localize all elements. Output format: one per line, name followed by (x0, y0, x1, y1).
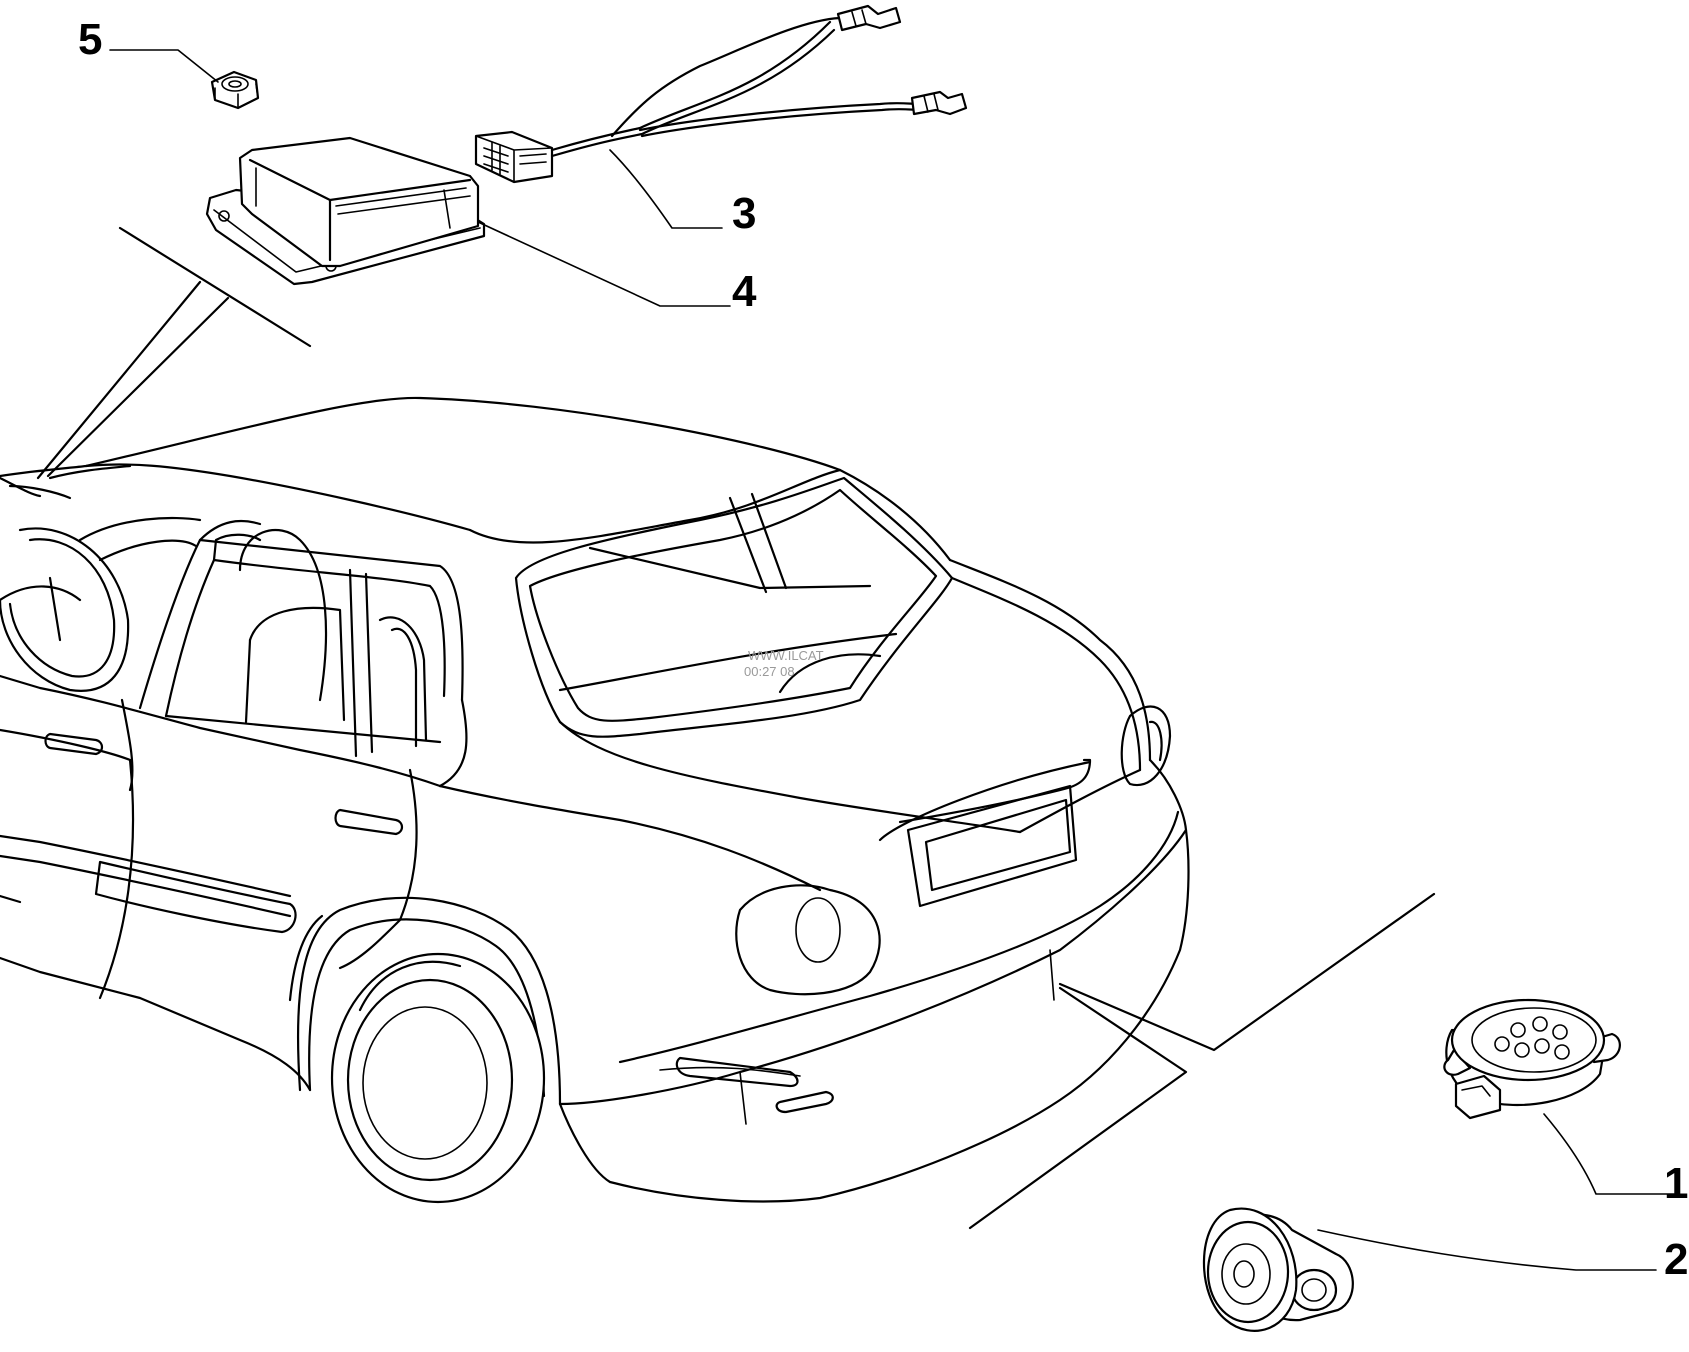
callout-4: 4 (732, 267, 757, 316)
part-3-wiring-harness (474, 4, 968, 184)
part-4-control-unit (205, 136, 486, 286)
callout-3: 3 (732, 189, 756, 238)
watermark-line-1: WWW.ILCAT (748, 648, 824, 663)
callout-2: 2 (1664, 1235, 1688, 1284)
leader-lines (36, 49, 1677, 1271)
part-2-sensor (1202, 1207, 1354, 1332)
car-outline (0, 396, 1190, 1204)
callout-1: 1 (1664, 1159, 1688, 1208)
watermark-line-2: 00:27 08 (744, 664, 795, 679)
part-5-nut (210, 70, 260, 110)
callout-5: 5 (78, 15, 102, 64)
part-1-siren (1443, 998, 1621, 1120)
